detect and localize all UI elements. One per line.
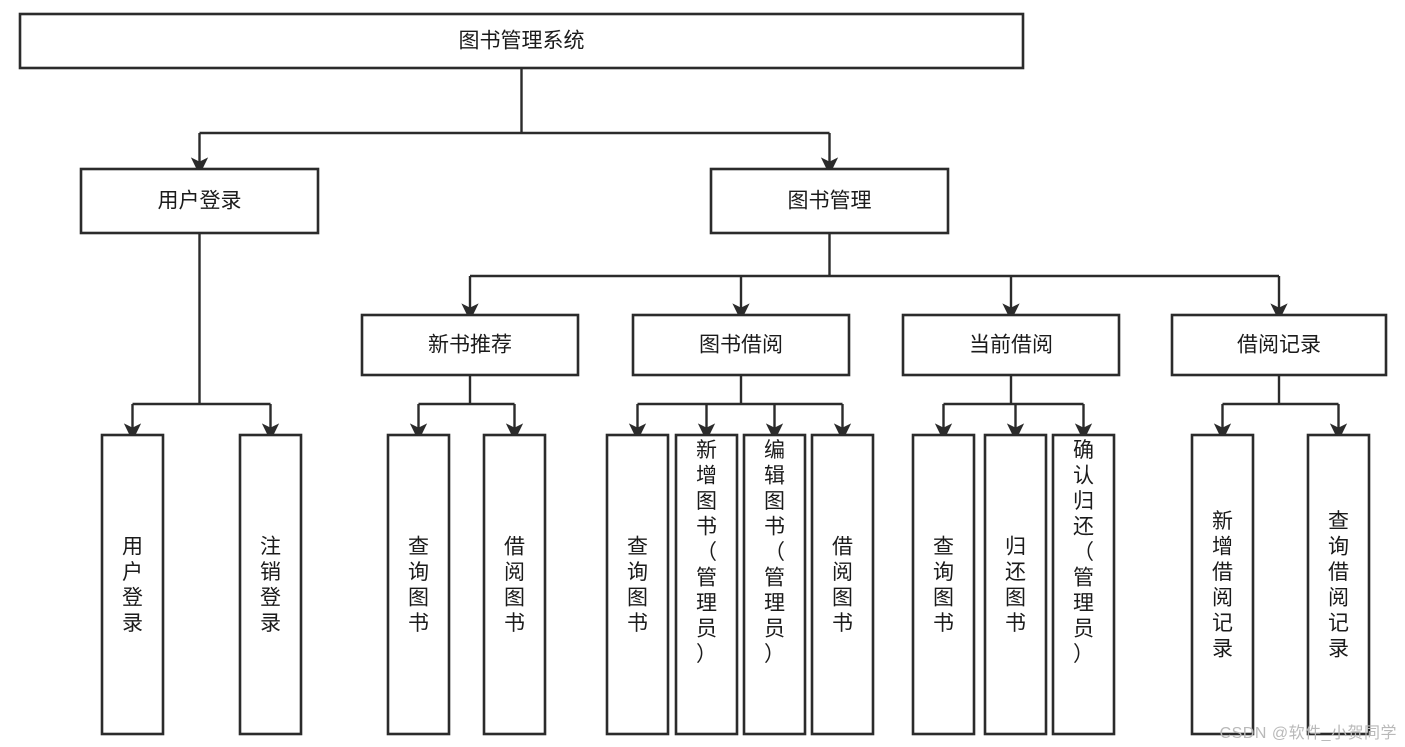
node-leaf-user-login[interactable]: 用户登录 bbox=[100, 433, 165, 736]
node-leaf-query-record[interactable]: 查询借阅记录 bbox=[1306, 433, 1371, 736]
nodes-layer: 图书管理系统用户登录图书管理新书推荐图书借阅当前借阅借阅记录用户登录注销登录查询… bbox=[18, 12, 1388, 736]
node-leaf-user-login-box[interactable] bbox=[100, 433, 165, 736]
node-current-borrow[interactable]: 当前借阅 bbox=[901, 313, 1121, 377]
node-user-login-box[interactable] bbox=[79, 167, 320, 235]
node-leaf-add-record-label: 新增借阅记录 bbox=[1212, 510, 1233, 661]
node-book-manage[interactable]: 图书管理 bbox=[709, 167, 950, 235]
node-leaf-borrow-book-1[interactable]: 借阅图书 bbox=[482, 433, 547, 736]
node-leaf-confirm-return[interactable]: 确认归还（管理员） bbox=[1051, 433, 1116, 736]
node-leaf-edit-book[interactable]: 编辑图书（管理员） bbox=[742, 433, 807, 736]
node-leaf-query-book-2-label: 查询图书 bbox=[627, 535, 648, 635]
node-leaf-logout-label: 注销登录 bbox=[260, 535, 281, 635]
node-leaf-logout-box[interactable] bbox=[238, 433, 303, 736]
node-leaf-add-record[interactable]: 新增借阅记录 bbox=[1190, 433, 1255, 736]
node-leaf-query-record-label: 查询借阅记录 bbox=[1328, 510, 1349, 661]
node-new-book-rec-box[interactable] bbox=[360, 313, 580, 377]
node-user-login[interactable]: 用户登录 bbox=[79, 167, 320, 235]
node-leaf-borrow-book-2-label: 借阅图书 bbox=[832, 535, 853, 635]
node-leaf-edit-book-box[interactable] bbox=[742, 433, 807, 736]
node-leaf-borrow-book-2[interactable]: 借阅图书 bbox=[810, 433, 875, 736]
node-leaf-query-book-1-box[interactable] bbox=[386, 433, 451, 736]
node-leaf-query-record-box[interactable] bbox=[1306, 433, 1371, 736]
node-leaf-query-book-2[interactable]: 查询图书 bbox=[605, 433, 670, 736]
node-leaf-return-book-box[interactable] bbox=[983, 433, 1048, 736]
edges-layer bbox=[123, 68, 1348, 442]
node-leaf-confirm-return-label: 确认归还（管理员） bbox=[1073, 439, 1094, 666]
node-borrow-record[interactable]: 借阅记录 bbox=[1170, 313, 1388, 377]
node-leaf-add-book-box[interactable] bbox=[674, 433, 739, 736]
node-leaf-borrow-book-1-box[interactable] bbox=[482, 433, 547, 736]
node-leaf-query-book-1[interactable]: 查询图书 bbox=[386, 433, 451, 736]
node-book-manage-label: 图书管理 bbox=[788, 190, 872, 213]
node-leaf-edit-book-label: 编辑图书（管理员） bbox=[764, 439, 785, 666]
node-leaf-add-book[interactable]: 新增图书（管理员） bbox=[674, 433, 739, 736]
node-leaf-return-book-label: 归还图书 bbox=[1005, 535, 1026, 635]
node-leaf-add-book-label: 新增图书（管理员） bbox=[696, 439, 717, 666]
node-leaf-query-book-2-box[interactable] bbox=[605, 433, 670, 736]
node-leaf-query-book-3-box[interactable] bbox=[911, 433, 976, 736]
node-leaf-borrow-book-1-label: 借阅图书 bbox=[504, 535, 525, 635]
node-current-borrow-label: 当前借阅 bbox=[969, 334, 1053, 357]
node-user-login-label: 用户登录 bbox=[158, 190, 242, 213]
node-book-borrow-box[interactable] bbox=[631, 313, 851, 377]
node-root[interactable]: 图书管理系统 bbox=[18, 12, 1025, 70]
node-borrow-record-box[interactable] bbox=[1170, 313, 1388, 377]
node-leaf-query-book-1-label: 查询图书 bbox=[408, 535, 429, 635]
node-book-manage-box[interactable] bbox=[709, 167, 950, 235]
node-leaf-add-record-box[interactable] bbox=[1190, 433, 1255, 736]
node-leaf-return-book[interactable]: 归还图书 bbox=[983, 433, 1048, 736]
node-leaf-borrow-book-2-box[interactable] bbox=[810, 433, 875, 736]
node-leaf-confirm-return-box[interactable] bbox=[1051, 433, 1116, 736]
node-root-box[interactable] bbox=[18, 12, 1025, 70]
node-new-book-rec-label: 新书推荐 bbox=[428, 334, 512, 357]
node-book-borrow[interactable]: 图书借阅 bbox=[631, 313, 851, 377]
node-current-borrow-box[interactable] bbox=[901, 313, 1121, 377]
node-book-borrow-label: 图书借阅 bbox=[699, 334, 783, 357]
node-borrow-record-label: 借阅记录 bbox=[1237, 334, 1321, 357]
watermark-text: CSDN @软件_小贺同学 bbox=[1219, 725, 1397, 742]
node-leaf-query-book-3[interactable]: 查询图书 bbox=[911, 433, 976, 736]
node-leaf-logout[interactable]: 注销登录 bbox=[238, 433, 303, 736]
node-leaf-query-book-3-label: 查询图书 bbox=[933, 535, 954, 635]
node-root-label: 图书管理系统 bbox=[459, 30, 585, 53]
node-new-book-rec[interactable]: 新书推荐 bbox=[360, 313, 580, 377]
node-leaf-user-login-label: 用户登录 bbox=[122, 535, 143, 635]
